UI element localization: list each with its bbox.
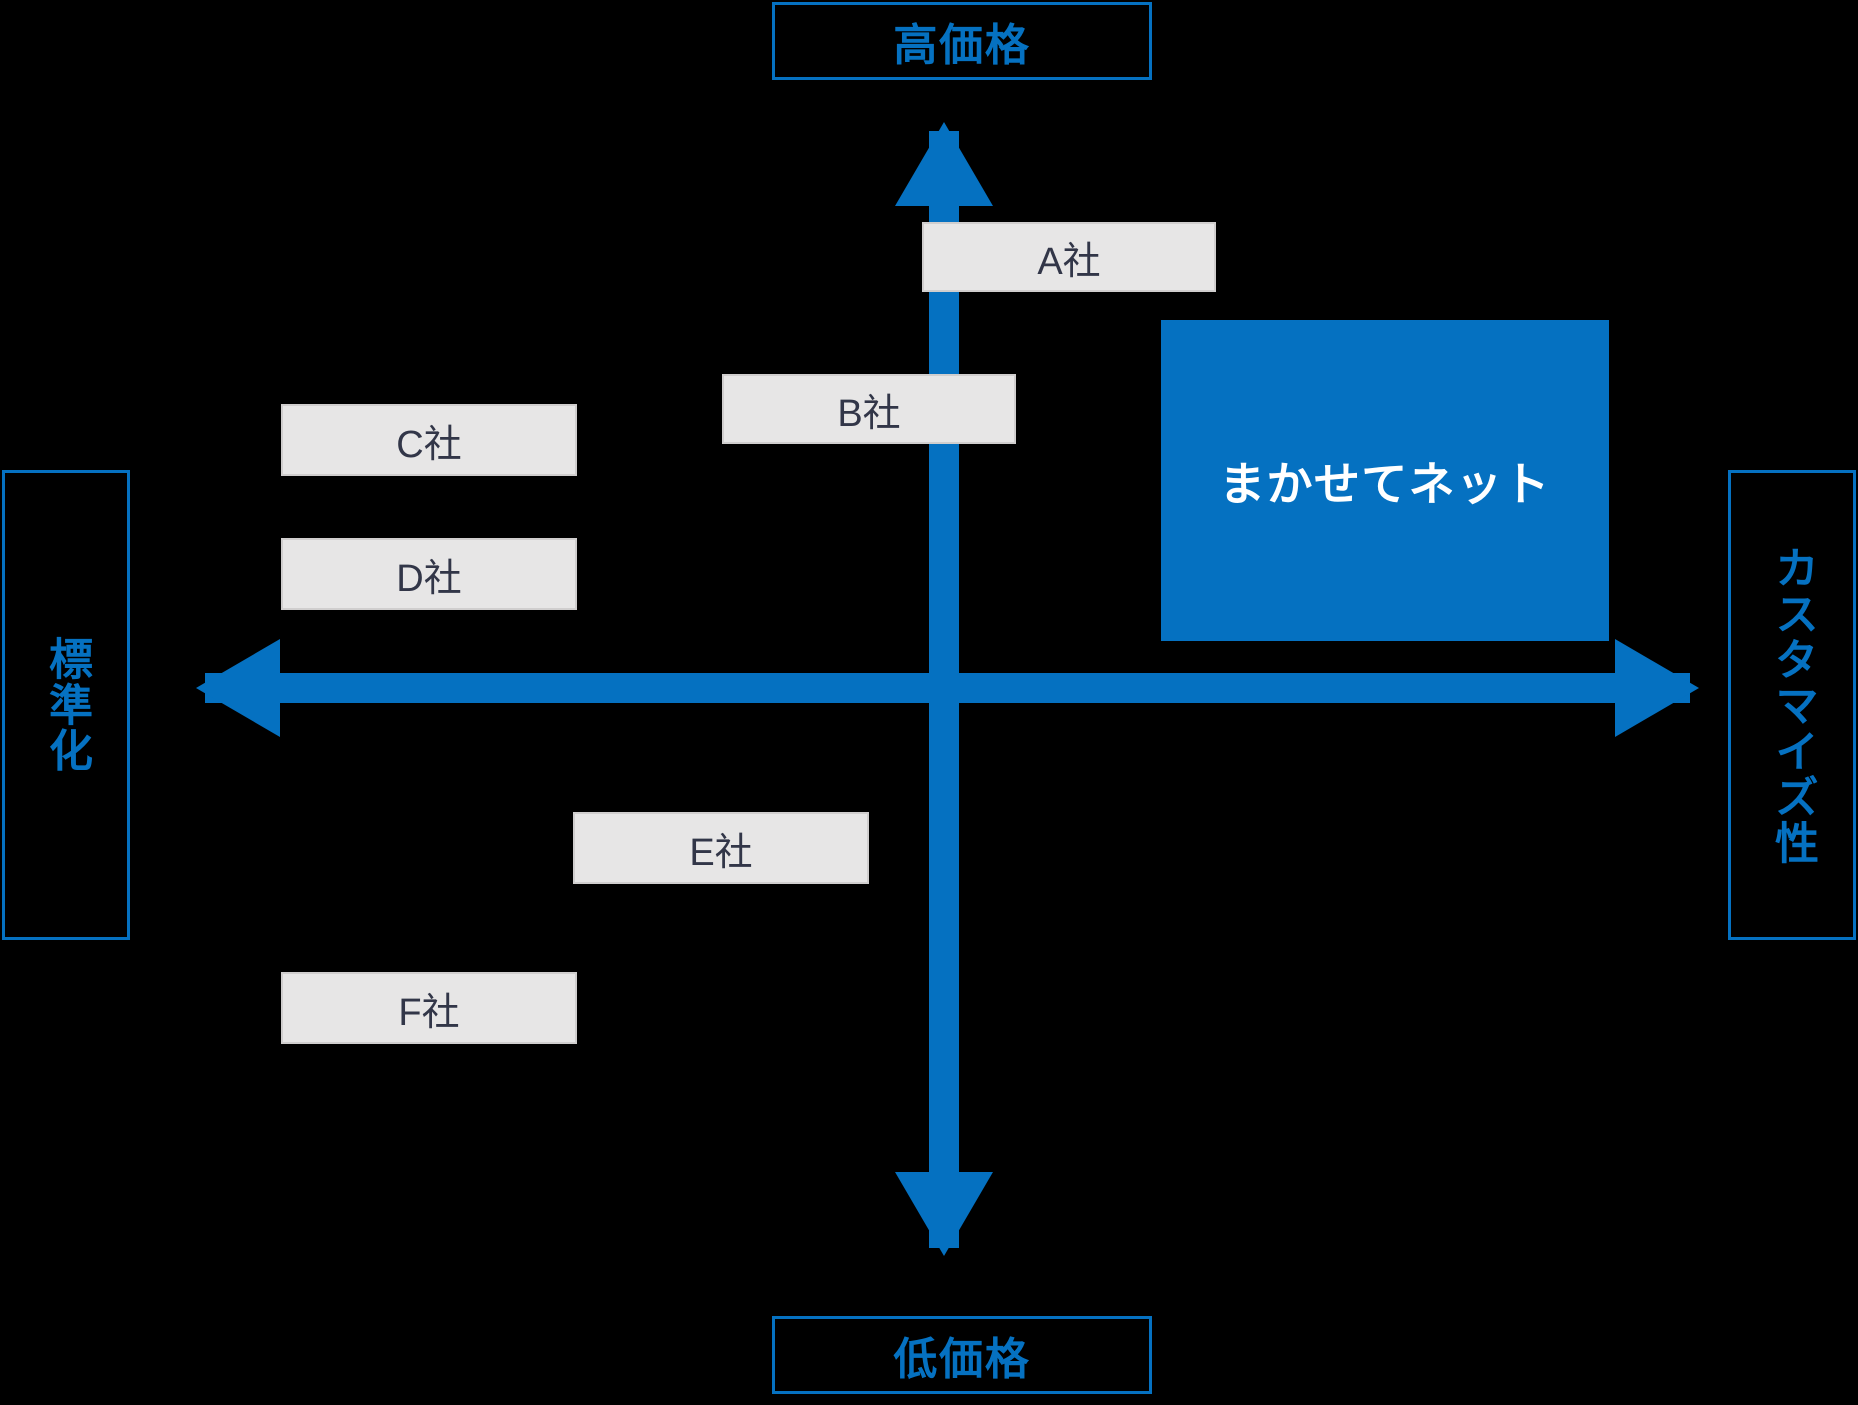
vertical-axis-shaft	[929, 131, 959, 1248]
axis-arrow-down-icon	[895, 1172, 993, 1256]
plot-box-own-company[interactable]: まかせてネット	[1161, 320, 1609, 641]
axis-arrow-right-icon	[1615, 639, 1699, 737]
horizontal-axis-shaft	[205, 673, 1690, 703]
plot-box-company-b[interactable]: B社	[722, 374, 1016, 444]
axis-arrow-left-icon	[196, 639, 280, 737]
plot-box-company-d[interactable]: D社	[281, 538, 577, 610]
plot-box-company-c[interactable]: C社	[281, 404, 577, 476]
axis-label-customizability: カスタマイズ性	[1728, 470, 1856, 940]
plot-box-company-a[interactable]: A社	[922, 222, 1216, 292]
axis-label-low-price: 低価格	[772, 1316, 1152, 1394]
plot-box-company-e[interactable]: E社	[573, 812, 869, 884]
axis-label-high-price: 高価格	[772, 2, 1152, 80]
plot-box-company-f[interactable]: F社	[281, 972, 577, 1044]
axis-label-standardization: 標準化	[2, 470, 130, 940]
axis-arrow-up-icon	[895, 122, 993, 206]
